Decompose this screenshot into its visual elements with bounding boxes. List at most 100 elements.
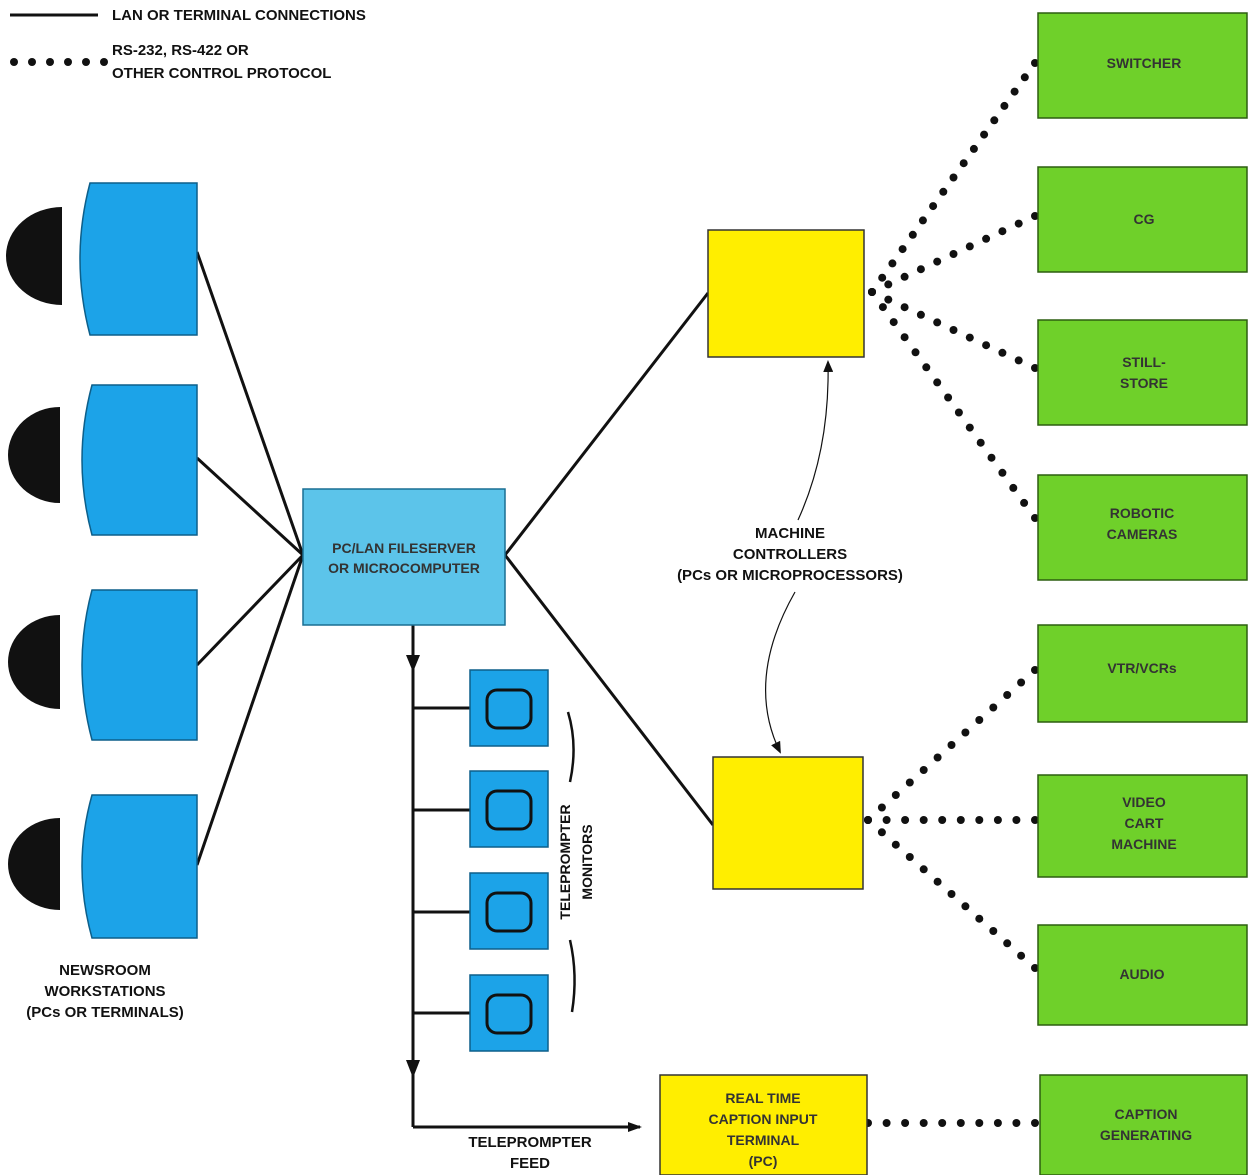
device-caption-label-1: CAPTION (1115, 1106, 1178, 1122)
control-dot (956, 816, 965, 824)
teleprompter-monitors-label: TELEPROMPTER MONITORS (557, 804, 595, 919)
teleprompter-monitors-label-2: MONITORS (579, 824, 595, 899)
workstation-links (195, 251, 305, 866)
device-stillstore-label-1: STILL- (1122, 354, 1166, 370)
control-dot (947, 890, 956, 898)
workstation-terminal-4 (81, 794, 198, 939)
device-robotic-label-2: CAMERAS (1107, 526, 1178, 542)
control-dot (878, 303, 887, 312)
link-cg (868, 212, 1039, 296)
control-dot (993, 1119, 1002, 1127)
device-vtr-label: VTR/VCRs (1107, 660, 1176, 676)
control-dot (1003, 939, 1012, 948)
control-dot (982, 234, 991, 243)
control-dot (982, 341, 991, 350)
device-video-cart: VIDEO CART MACHINE (1037, 774, 1248, 878)
control-dot (965, 423, 974, 432)
link-video-cart (864, 816, 1039, 824)
control-dot (933, 753, 942, 762)
control-dot (961, 728, 970, 737)
machine-controller-lower (712, 756, 864, 890)
control-dot (884, 280, 893, 289)
bus-arrow-upper (406, 655, 420, 672)
control-dot (864, 816, 872, 824)
workstation-3 (8, 589, 198, 741)
control-dot (1020, 73, 1029, 82)
control-dot (933, 318, 942, 327)
control-dot (868, 288, 876, 296)
control-dot (976, 438, 985, 447)
workstation-2 (8, 384, 198, 536)
control-dot (1010, 87, 1019, 96)
control-dot (949, 173, 958, 182)
device-cg-label: CG (1134, 211, 1155, 227)
control-dot (933, 378, 942, 387)
teleprompter-monitor-1 (469, 669, 549, 747)
control-dot (949, 250, 958, 258)
teleprompter-monitor-3 (469, 872, 549, 950)
control-dot (911, 348, 920, 357)
control-dot (929, 202, 938, 211)
caption-terminal-label-1: REAL TIME (725, 1090, 800, 1106)
monitor-screen-icon (485, 688, 533, 730)
control-dot (889, 318, 898, 327)
workstation-terminal-3 (81, 589, 198, 741)
control-dot (884, 295, 893, 304)
control-dot (965, 333, 974, 342)
device-switcher-label: SWITCHER (1107, 55, 1182, 71)
control-dot (975, 1119, 984, 1127)
control-dot (1017, 678, 1026, 687)
control-dot (993, 816, 1002, 824)
control-dot (987, 453, 996, 462)
control-dot (1031, 666, 1039, 674)
control-dot (949, 326, 958, 334)
fileserver-label-1: PC/LAN FILESERVER (332, 540, 476, 556)
workstation-terminal-2 (81, 384, 198, 536)
legend-dotted-label-1: RS-232, RS-422 OR (112, 42, 249, 59)
workstation-terminal-1 (79, 182, 198, 336)
control-dot (938, 816, 947, 824)
machine-controllers-label-3: (PCs OR MICROPROCESSORS) (677, 567, 903, 584)
control-dot (959, 159, 968, 168)
control-dot (922, 363, 931, 372)
control-dot (1031, 59, 1039, 67)
device-cg: CG (1037, 166, 1248, 273)
control-dot (1031, 964, 1039, 972)
control-dot (1014, 356, 1023, 365)
control-dot (933, 257, 942, 266)
control-dot (905, 853, 914, 861)
control-dot (1012, 816, 1021, 824)
control-dot (965, 242, 974, 251)
control-dot (1000, 101, 1009, 110)
workstations-label-1: NEWSROOM (59, 962, 151, 979)
control-dot (1031, 1119, 1039, 1127)
machine-controller-upper (707, 229, 865, 358)
control-dot (901, 1119, 910, 1127)
operator-head-3 (8, 615, 60, 709)
control-dot (1012, 1119, 1021, 1127)
monitors-brace (566, 711, 576, 1013)
control-dot (975, 816, 984, 824)
control-dot (891, 840, 900, 849)
control-dot (975, 914, 984, 923)
link-switcher (868, 59, 1039, 296)
control-dot (900, 303, 909, 312)
workstations-label-2: WORKSTATIONS (44, 983, 165, 1000)
control-dot (891, 791, 900, 799)
control-links (864, 59, 1039, 1127)
fileserver-label-2: OR MICROCOMPUTER (328, 560, 480, 576)
control-dot (939, 187, 948, 196)
legend-dotted-line (10, 58, 108, 66)
device-stillstore-label-2: STORE (1120, 375, 1168, 391)
control-dot (969, 144, 978, 153)
control-dot (1031, 364, 1039, 372)
caption-terminal-box (659, 1074, 868, 1175)
control-dot (916, 310, 925, 319)
control-dot (905, 778, 914, 787)
control-dot (882, 816, 891, 824)
control-dot (1009, 483, 1018, 492)
device-audio-label: AUDIO (1119, 966, 1164, 982)
control-dot (919, 1119, 928, 1127)
control-dot (918, 216, 927, 225)
